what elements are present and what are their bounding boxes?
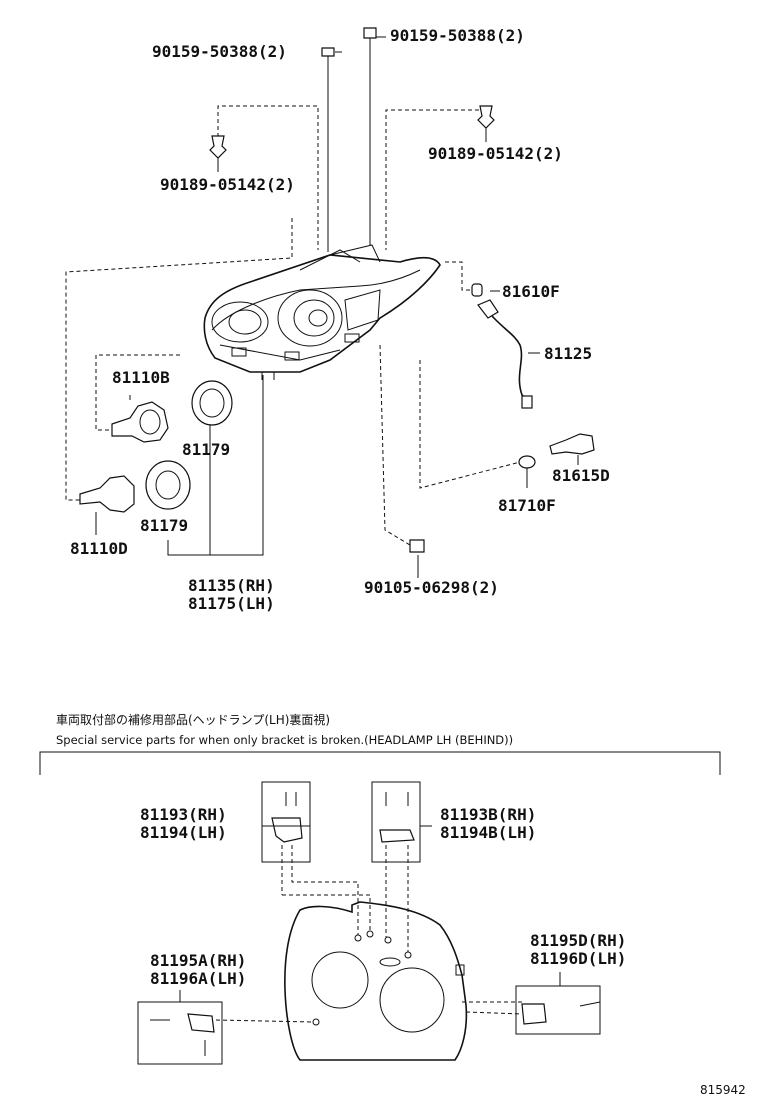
label-81710F: 81710F	[498, 496, 556, 515]
headlamp-assembly	[203, 244, 441, 380]
seal-81179-bottom-icon	[145, 460, 191, 510]
label-90105: 90105-06298(2)	[364, 578, 499, 597]
screw-90159-right-icon	[363, 27, 377, 50]
label-90189-left: 90189-05142(2)	[160, 175, 295, 194]
label-81110B: 81110B	[112, 368, 170, 387]
diagram-code: 815942	[700, 1083, 746, 1097]
label-81615D: 81615D	[552, 466, 610, 485]
section-bracket	[39, 751, 721, 775]
note-japanese: 車両取付部の補修用部品(ヘッドランプ(LH)裏面視)	[56, 712, 330, 727]
bulb-81615D-icon	[549, 433, 595, 455]
label-81179-bottom: 81179	[140, 516, 188, 535]
label-81110D: 81110D	[70, 539, 128, 558]
screw-90159-left-icon	[321, 47, 335, 68]
box-81193	[261, 781, 311, 863]
bulb-81710F-icon	[518, 455, 536, 469]
note-english: Special service parts for when only brac…	[56, 733, 513, 747]
label-81135-rh: 81135(RH)	[188, 576, 275, 595]
label-81195D-rh: 81195D(RH)	[530, 931, 626, 950]
label-90189-right: 90189-05142(2)	[428, 144, 563, 163]
bracket-81195D-icon	[521, 1001, 601, 1025]
socket-81610F-icon	[471, 283, 483, 297]
label-81175-lh: 81175(LH)	[188, 594, 275, 613]
box-81195A	[137, 1001, 223, 1065]
label-81179-top: 81179	[182, 440, 230, 459]
label-81194B-lh: 81194B(LH)	[440, 823, 536, 842]
bracket-81193B-icon	[379, 792, 415, 843]
bulb-81110B-icon	[111, 401, 169, 443]
label-81196D-lh: 81196D(LH)	[530, 949, 626, 968]
label-81193B-rh: 81193B(RH)	[440, 805, 536, 824]
clip-90189-left-icon	[209, 135, 227, 159]
label-81194-lh: 81194(LH)	[140, 823, 227, 842]
label-81125: 81125	[544, 344, 592, 363]
lower-leader-lines	[179, 825, 561, 1023]
upper-leader-lines	[65, 36, 579, 578]
box-81193B	[371, 781, 421, 863]
bulb-81110D-icon	[79, 475, 135, 513]
label-81193-rh: 81193(RH)	[140, 805, 227, 824]
wire-81125-icon	[477, 299, 533, 409]
label-81610F: 81610F	[502, 282, 560, 301]
label-90159-left: 90159-50388(2)	[152, 42, 287, 61]
bracket-81195A-icon	[150, 1013, 215, 1056]
clip-90189-right-icon	[477, 105, 495, 129]
bracket-81193-icon	[271, 792, 303, 843]
screw-90105-icon	[409, 539, 425, 553]
label-90159-right: 90159-50388(2)	[390, 26, 525, 45]
box-81195D	[515, 985, 601, 1035]
seal-81179-top-icon	[191, 380, 233, 426]
label-81196A-lh: 81196A(LH)	[150, 969, 246, 988]
label-81195A-rh: 81195A(RH)	[150, 951, 246, 970]
headlamp-back-view	[284, 901, 468, 1061]
